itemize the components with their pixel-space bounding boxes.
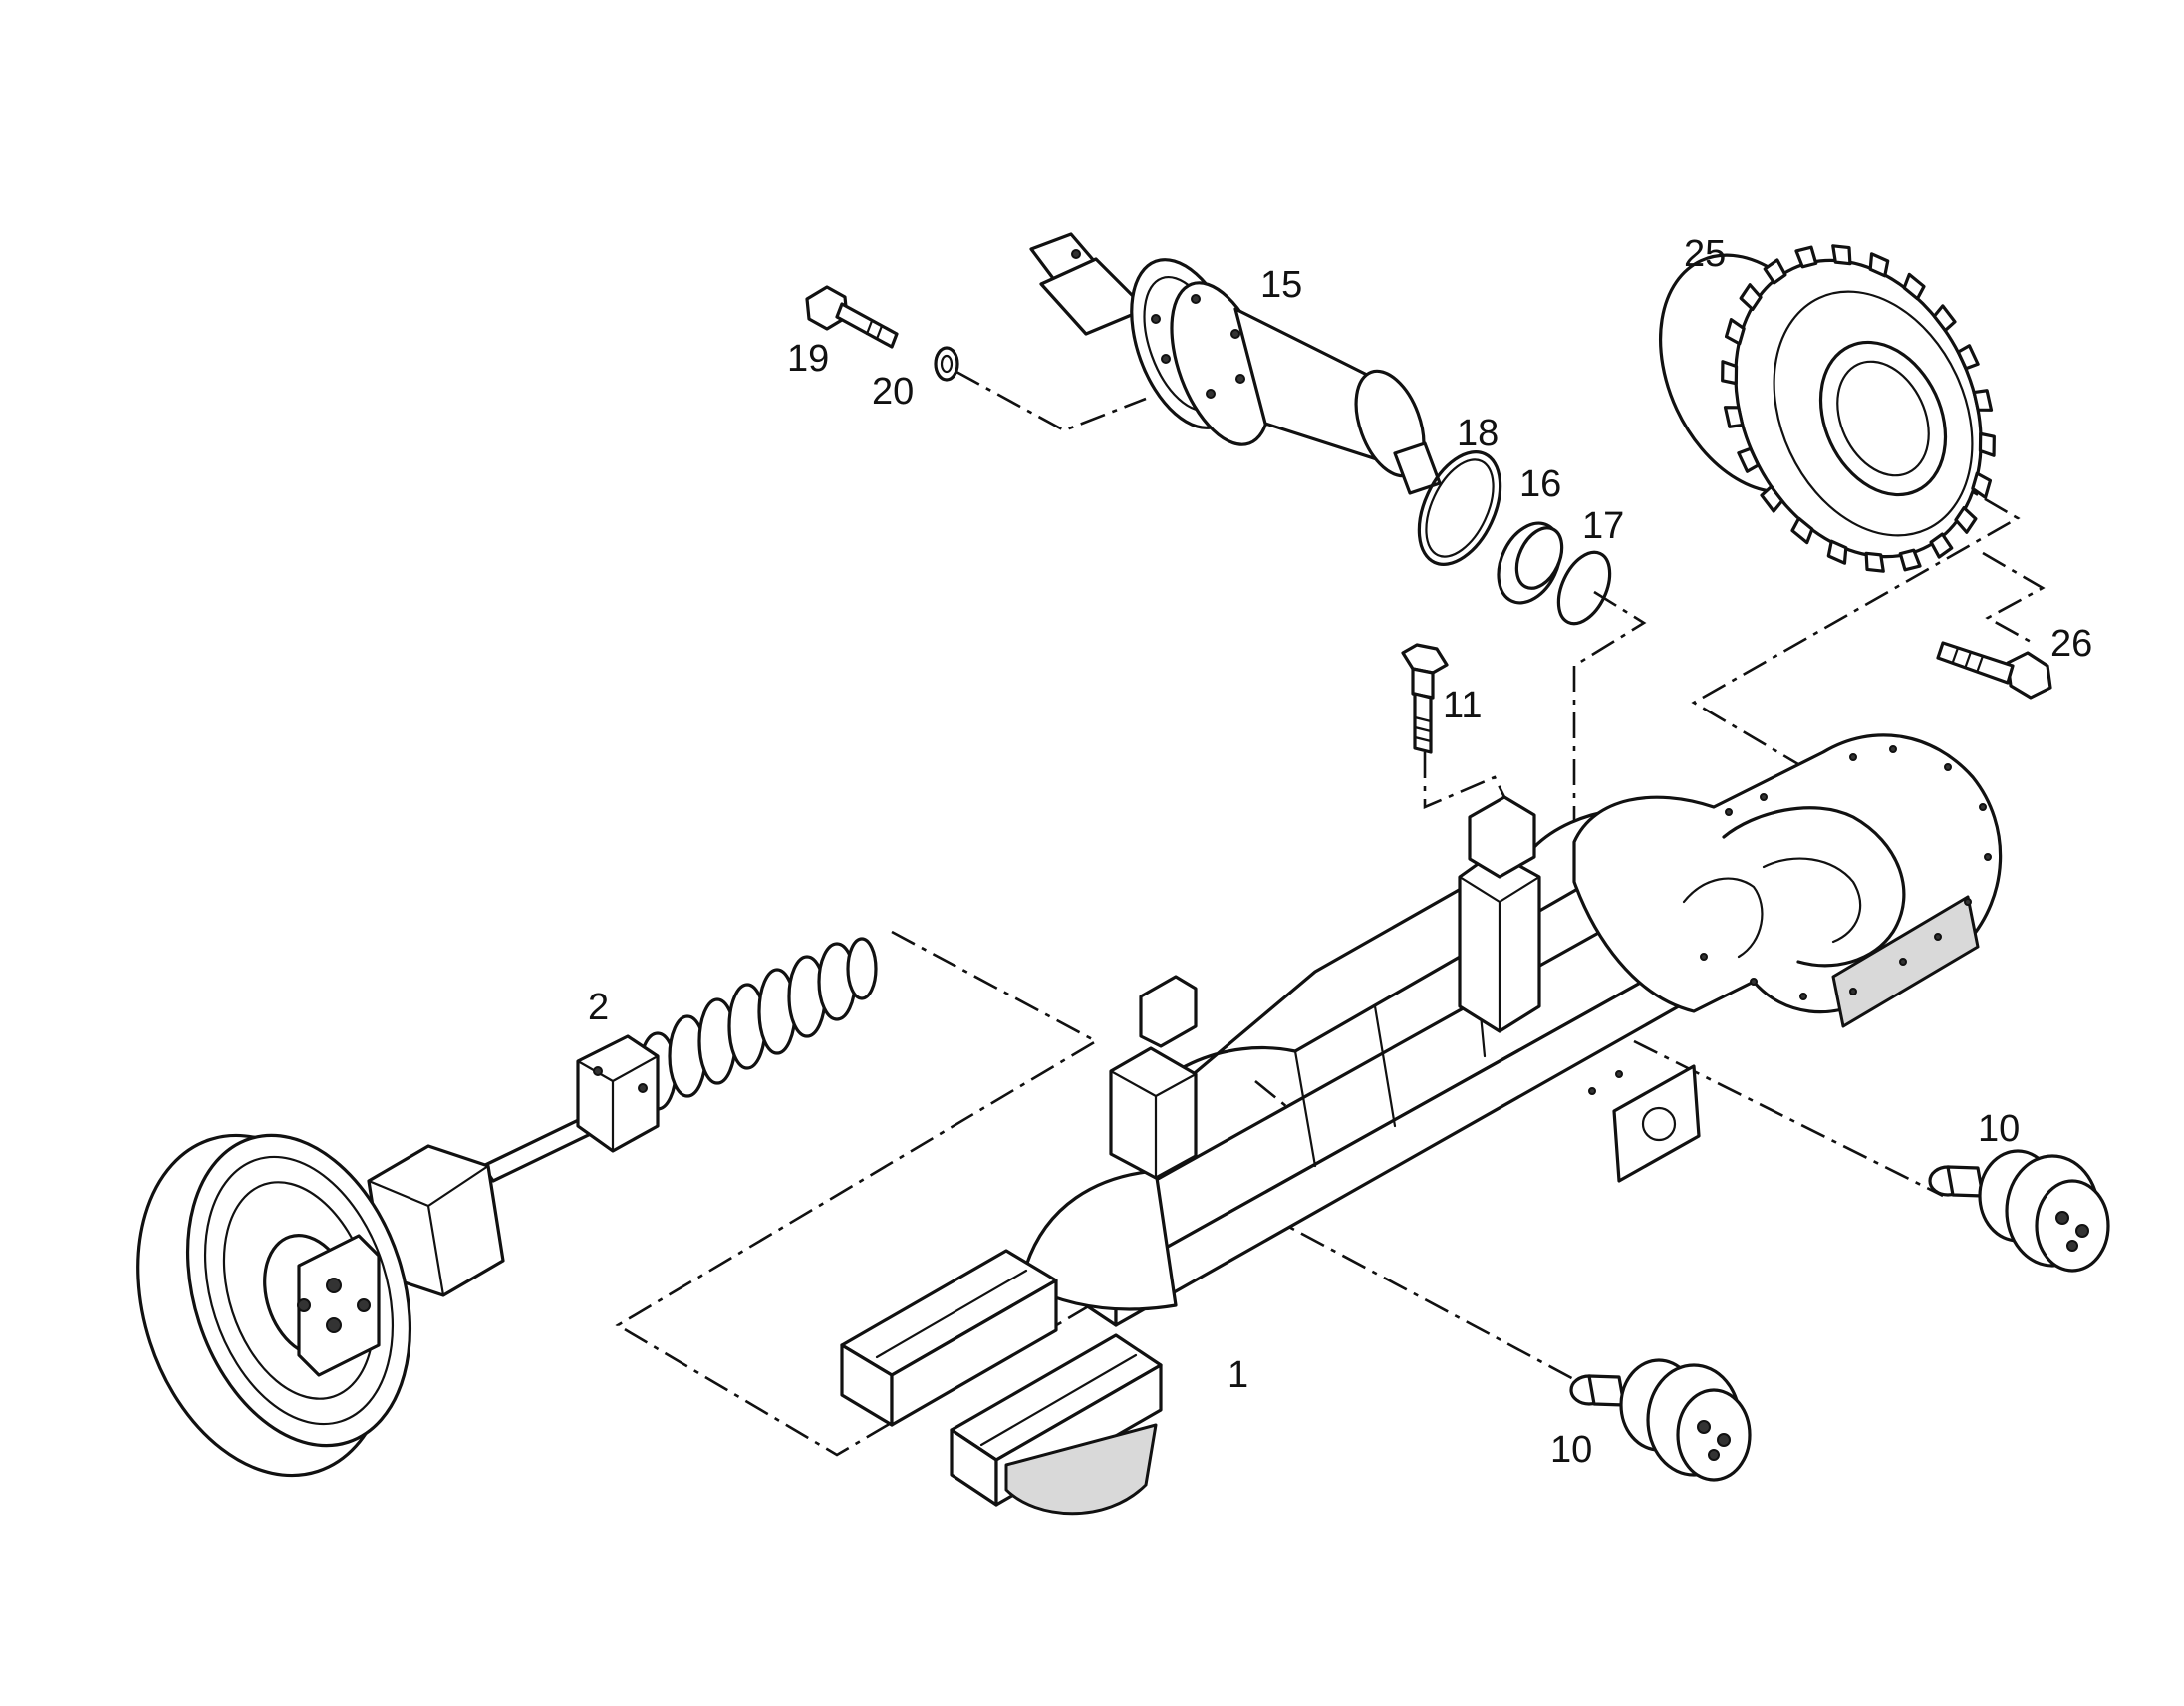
leader-11-to-frame (1423, 752, 1506, 809)
label-part-19: 19 (787, 338, 829, 380)
sprocket-tooth (1790, 516, 1814, 545)
sprocket-tooth (1724, 318, 1746, 346)
sprocket-tooth (1902, 272, 1926, 301)
sprocket-tooth (1737, 446, 1761, 473)
sprocket-tooth (1868, 252, 1890, 278)
label-part-16: 16 (1519, 463, 1561, 505)
ring-part-17 (1556, 550, 1612, 626)
bolt-part-11 (1401, 643, 1449, 754)
sprocket-tooth (1978, 431, 1996, 457)
bolt-part-26 (1936, 641, 2052, 700)
label-part-25: 25 (1684, 233, 1726, 275)
sprocket-tooth (1898, 548, 1922, 572)
frame-bolt-dots (1588, 745, 1992, 1095)
track-frame-part-1 (840, 733, 2003, 1516)
sprocket-tooth (1971, 471, 1993, 499)
leader-19-20-to-15 (956, 370, 1147, 432)
label-part-15: 15 (1260, 264, 1302, 306)
sprocket-tooth (1763, 258, 1787, 285)
leader-26-to-25 (1982, 551, 2046, 645)
sprocket-tooth (1826, 539, 1848, 565)
label-part-18: 18 (1457, 413, 1499, 454)
label-part-1: 1 (1228, 1354, 1248, 1396)
sprocket-teeth (1721, 244, 1996, 573)
washer-part-20 (934, 346, 959, 382)
carrier-roller-right-part-10 (1928, 1149, 2110, 1273)
label-part-2: 2 (588, 987, 609, 1028)
sprocket-tooth (1929, 532, 1954, 559)
sprocket-tooth (1932, 304, 1957, 333)
sprocket-part-25 (1658, 244, 1996, 573)
sprocket-tooth (1972, 389, 1994, 412)
sprocket-tooth (1723, 406, 1745, 428)
seal-part-16 (1497, 521, 1564, 605)
sprocket-tooth (1739, 283, 1763, 311)
leader-17-to-frame (1572, 590, 1647, 835)
final-drive-part-15 (1029, 232, 1442, 495)
idler-recoil-assembly-part-2 (136, 937, 878, 1478)
bolt-part-19 (805, 285, 899, 349)
sprocket-tooth (1760, 484, 1784, 513)
label-part-26: 26 (2050, 623, 2092, 665)
label-part-20: 20 (872, 371, 914, 413)
sprocket-tooth (1794, 245, 1818, 269)
o-ring-part-18 (1417, 450, 1502, 566)
sprocket-tooth (1831, 244, 1852, 266)
carrier-roller-lower-part-10 (1569, 1358, 1752, 1482)
recoil-spring (638, 937, 878, 1111)
leader-25-to-frame (1691, 426, 2021, 769)
label-part-11: 11 (1443, 685, 1482, 726)
label-part-17: 17 (1582, 505, 1624, 547)
idler-wheel (136, 1133, 412, 1478)
label-part-10-lower: 10 (1550, 1429, 1592, 1471)
sprocket-tooth (1721, 360, 1739, 386)
sprocket-tooth (1864, 551, 1885, 573)
part-number-labels: 1 2 10 10 11 15 16 17 18 19 20 25 26 (588, 233, 2092, 1471)
label-part-10-right: 10 (1978, 1108, 2020, 1150)
leader-10-right (1633, 1039, 1944, 1198)
sprocket-tooth (1956, 344, 1980, 371)
sprocket-tooth (1954, 506, 1978, 534)
